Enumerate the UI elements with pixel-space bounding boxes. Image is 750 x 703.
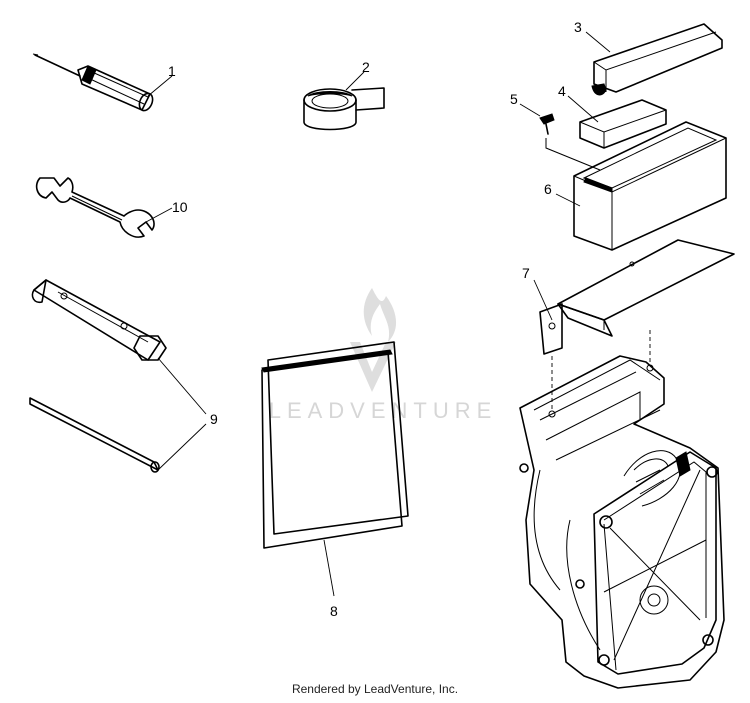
leader-9a	[157, 357, 207, 415]
flame-logo-icon	[350, 288, 397, 392]
pad-part	[579, 99, 667, 149]
callout-8: 8	[330, 603, 338, 619]
callout-4: 4	[558, 83, 566, 99]
callout-3: 3	[574, 19, 582, 35]
watermark-text: LEADVENTURE	[269, 398, 498, 423]
callout-6: 6	[544, 181, 552, 197]
tape-roll-part	[303, 87, 385, 131]
screwdriver-part	[32, 53, 154, 112]
leader-8	[323, 539, 335, 597]
housing-part	[519, 355, 725, 689]
socket-wrench-part	[31, 279, 167, 361]
callout-5: 5	[510, 91, 518, 107]
callout-7: 7	[522, 265, 530, 281]
leader-1	[147, 75, 173, 97]
wrench-part	[35, 177, 155, 238]
leader-3	[585, 31, 611, 53]
callout-1: 1	[168, 63, 176, 79]
screw-part	[539, 113, 601, 171]
leader-4	[567, 95, 599, 123]
leader-2	[345, 71, 365, 91]
footer-credit: Rendered by LeadVenture, Inc.	[291, 682, 459, 696]
tommy-bar-part	[29, 397, 160, 473]
lid-part	[591, 23, 723, 96]
callout-9: 9	[210, 411, 218, 427]
manual-part	[261, 341, 409, 549]
leader-9b	[157, 423, 207, 471]
leader-5	[519, 103, 541, 117]
leader-7	[533, 279, 553, 321]
tool-box-part	[573, 121, 727, 251]
leader-10	[145, 207, 173, 223]
callout-10: 10	[172, 199, 188, 215]
bracket-part	[539, 239, 735, 355]
callout-2: 2	[362, 59, 370, 75]
leader-6	[555, 193, 581, 207]
